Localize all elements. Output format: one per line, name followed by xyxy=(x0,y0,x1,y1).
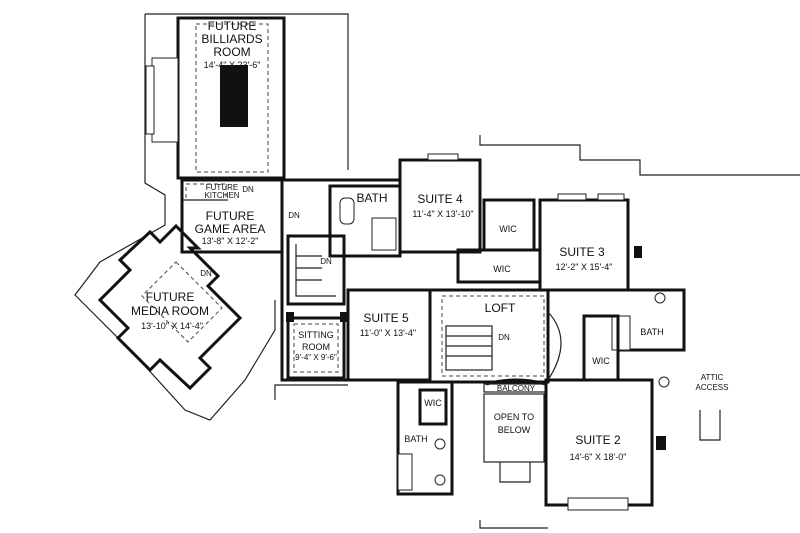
game-dn-label: DN xyxy=(242,185,254,194)
wic-suite5-label: WIC xyxy=(424,398,442,408)
open-below-2: BELOW xyxy=(498,425,531,435)
sitting-room: SITTING ROOM 9'-4" X 9'-6" xyxy=(286,316,346,380)
kitchen-name-1: FUTURE xyxy=(206,183,238,192)
game-area: FUTURE KITCHEN DN FUTURE GAME AREA 13'-8… xyxy=(180,178,300,254)
wic-upper-label: WIC xyxy=(499,224,517,234)
kitchen-name-2: KITCHEN xyxy=(204,191,239,200)
balcony: BALCONY OPEN TO BELOW xyxy=(483,378,547,483)
media-room: DN FUTURE MEDIA ROOM 13'-10" X 14'-4" xyxy=(97,223,243,391)
suite2-name: SUITE 2 xyxy=(575,433,621,447)
attic-label-2: ACCESS xyxy=(696,383,729,392)
loft: LOFT DN xyxy=(428,288,550,384)
game-dn-label-2: DN xyxy=(288,211,300,220)
suite5-name: SUITE 5 xyxy=(363,311,409,325)
billiards-name-1: FUTURE xyxy=(208,19,257,33)
wic-upper: WIC WIC xyxy=(456,198,542,284)
suite5-dims: 11'-0" X 13'-4" xyxy=(360,328,416,338)
suite3-name: SUITE 3 xyxy=(559,245,605,259)
billiards-room: FUTURE BILLIARDS ROOM 14'-4" X 23'-6" xyxy=(145,16,286,180)
billiards-dims: 14'-4" X 23'-6" xyxy=(204,60,261,70)
game-area-dims: 13'-8" X 12'-2" xyxy=(202,236,259,246)
billiards-table xyxy=(220,65,248,127)
suite2-dims: 14'-6" X 18'-0" xyxy=(570,452,627,462)
media-dn-label: DN xyxy=(200,269,212,278)
billiards-name-2: BILLIARDS xyxy=(201,32,262,46)
suite2: SUITE 2 14'-6" X 18'-0" xyxy=(544,311,666,511)
billiards-name-3: ROOM xyxy=(213,45,250,59)
attic-label-1: ATTIC xyxy=(701,373,724,382)
game-area-name-1: FUTURE xyxy=(206,209,255,223)
sitting-name-2: ROOM xyxy=(302,342,330,352)
roof-outline xyxy=(74,13,800,529)
suite3: SUITE 3 12'-2" X 15'-4" xyxy=(538,193,642,292)
sitting-dims: 9'-4" X 9'-6" xyxy=(295,353,337,362)
stair-dn-label: DN xyxy=(320,257,332,266)
bath4-label: BATH xyxy=(356,191,387,205)
suite4-dims: 11'-4" X 13'-10" xyxy=(412,209,473,219)
suite5: SUITE 5 11'-0" X 13'-4" xyxy=(346,288,432,382)
wic-lower-label: WIC xyxy=(493,264,511,274)
media-name-1: FUTURE xyxy=(146,290,195,304)
suite3-dims: 12'-2" X 15'-4" xyxy=(556,262,613,272)
sitting-name-1: SITTING xyxy=(298,330,334,340)
suite4-name: SUITE 4 xyxy=(417,192,463,206)
bath-right: BATH xyxy=(611,288,686,352)
bath-suite5-label: BATH xyxy=(404,434,427,444)
loft-dn-label: DN xyxy=(498,333,510,342)
suite4: SUITE 4 11'-4" X 13'-10" xyxy=(398,153,482,254)
bath-suite4: BATH xyxy=(328,184,402,258)
balcony-label: BALCONY xyxy=(497,384,536,393)
open-below-1: OPEN TO xyxy=(494,412,534,422)
media-dims: 13'-10" X 14'-4" xyxy=(141,321,203,331)
attic-access: ATTIC ACCESS xyxy=(658,373,729,392)
bath-suite5: WIC BATH xyxy=(396,380,454,496)
wic-right-label: WIC xyxy=(592,356,610,366)
loft-name: LOFT xyxy=(485,301,516,315)
game-area-name-2: GAME AREA xyxy=(195,222,266,236)
bath-right-label: BATH xyxy=(640,327,663,337)
media-name-2: MEDIA ROOM xyxy=(131,304,209,318)
